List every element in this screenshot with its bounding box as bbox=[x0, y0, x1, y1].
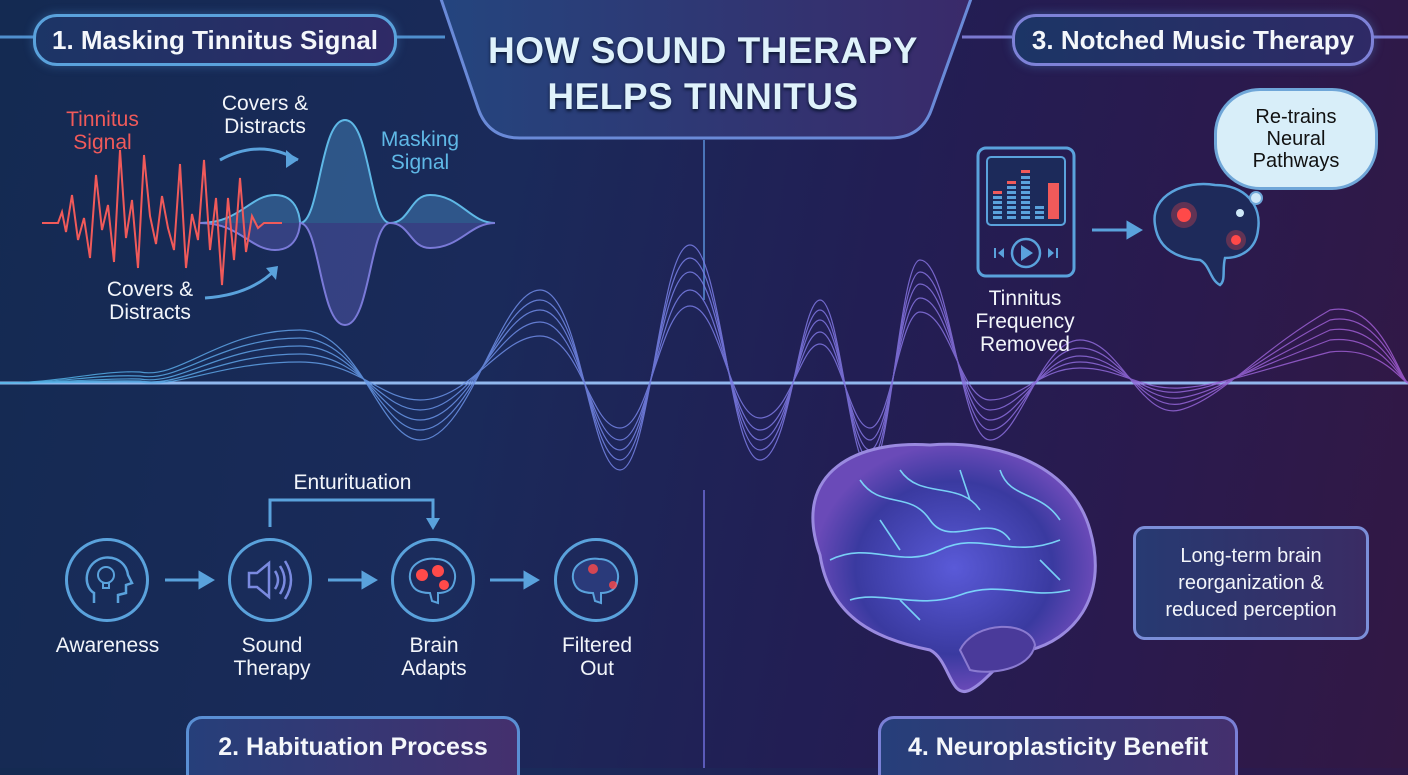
step-label-brain-adapts: Brain Adapts bbox=[401, 634, 467, 680]
speaker-icon bbox=[247, 560, 293, 600]
covers-distracts-label-bottom: Covers & Distracts bbox=[106, 278, 194, 324]
step-filtered-out bbox=[554, 538, 638, 622]
glowing-brain-graphic bbox=[811, 442, 1097, 694]
step-label-sound-therapy: Sound Therapy bbox=[233, 634, 311, 680]
step-awareness bbox=[65, 538, 149, 622]
neuroplasticity-info-box: Long-term brain reorganization & reduced… bbox=[1133, 526, 1369, 640]
page-title: HOW SOUND THERAPY HELPS TINNITUS bbox=[430, 28, 976, 120]
neuroplasticity-info-text: Long-term brain reorganization & reduced… bbox=[1165, 544, 1337, 621]
music-player-graphic bbox=[976, 146, 1076, 278]
brain-filtered-icon bbox=[571, 557, 619, 605]
section-heading-notched: 3. Notched Music Therapy bbox=[1012, 14, 1374, 66]
covers-distracts-label-top: Covers & Distracts bbox=[221, 92, 309, 138]
section-heading-masking: 1. Masking Tinnitus Signal bbox=[33, 14, 397, 66]
title-line-2: HELPS TINNITUS bbox=[547, 76, 859, 117]
thought-cloud-text: Re-trains Neural Pathways bbox=[1252, 106, 1340, 172]
thought-cloud: Re-trains Neural Pathways bbox=[1214, 88, 1378, 190]
habituation-loop-label: Enturituation bbox=[293, 471, 412, 494]
step-brain-adapts bbox=[391, 538, 475, 622]
brain-active-icon bbox=[408, 557, 456, 605]
step-sound-therapy bbox=[228, 538, 312, 622]
title-line-1: HOW SOUND THERAPY bbox=[488, 30, 918, 71]
head-lightbulb-icon bbox=[85, 556, 134, 603]
masking-signal-label: Masking Signal bbox=[380, 128, 460, 174]
step-label-filtered-out: Filtered Out bbox=[561, 634, 633, 680]
tinnitus-signal-label: Tinnitus Signal bbox=[66, 108, 139, 154]
section-heading-habituation: 2. Habituation Process bbox=[186, 716, 520, 775]
section-heading-neuroplasticity: 4. Neuroplasticity Benefit bbox=[878, 716, 1238, 775]
tinnitus-frequency-removed-label: Tinnitus Frequency Removed bbox=[975, 287, 1075, 356]
step-label-awareness: Awareness bbox=[55, 634, 160, 657]
small-brain-graphic bbox=[1153, 182, 1263, 287]
